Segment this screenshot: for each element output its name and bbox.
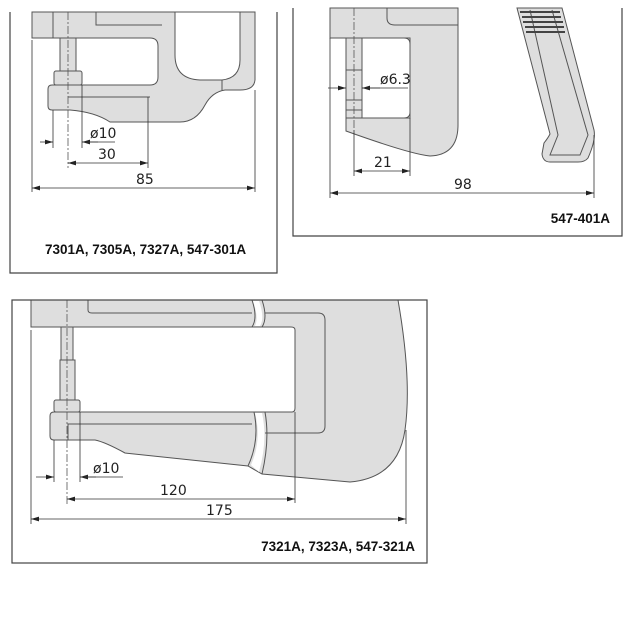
- handle: [516, 7, 595, 163]
- spindle-sleeve: [59, 359, 76, 401]
- panel-547-401a: ø6.3 21 98 547-401A: [292, 7, 623, 237]
- throat-depth-dim: 30: [98, 147, 116, 163]
- panel-7321a: ø10 120 175 7321A, 7323A, 547-321A: [11, 299, 428, 564]
- panel-7301a: ø10 30 85 7301A, 7305A, 7327A, 547-301A: [9, 11, 278, 274]
- anvil-diameter-dim: ø10: [90, 126, 116, 142]
- anvil-diameter-dim: ø10: [93, 461, 119, 477]
- model-label: 547-401A: [551, 211, 611, 226]
- gauge-frame: [30, 299, 408, 483]
- overall-length-dim: 175: [206, 503, 233, 519]
- throat-depth-dim: 120: [160, 483, 187, 499]
- gauge-frame: [329, 7, 459, 157]
- overall-length-dim: 85: [136, 172, 154, 188]
- model-label: 7321A, 7323A, 547-321A: [261, 539, 415, 554]
- overall-length-dim: 98: [454, 177, 472, 193]
- grip-hatching: [520, 11, 565, 33]
- model-label: 7301A, 7305A, 7327A, 547-301A: [45, 242, 246, 257]
- anvil-diameter-dim: ø6.3: [380, 72, 411, 88]
- throat-depth-dim: 21: [374, 155, 392, 171]
